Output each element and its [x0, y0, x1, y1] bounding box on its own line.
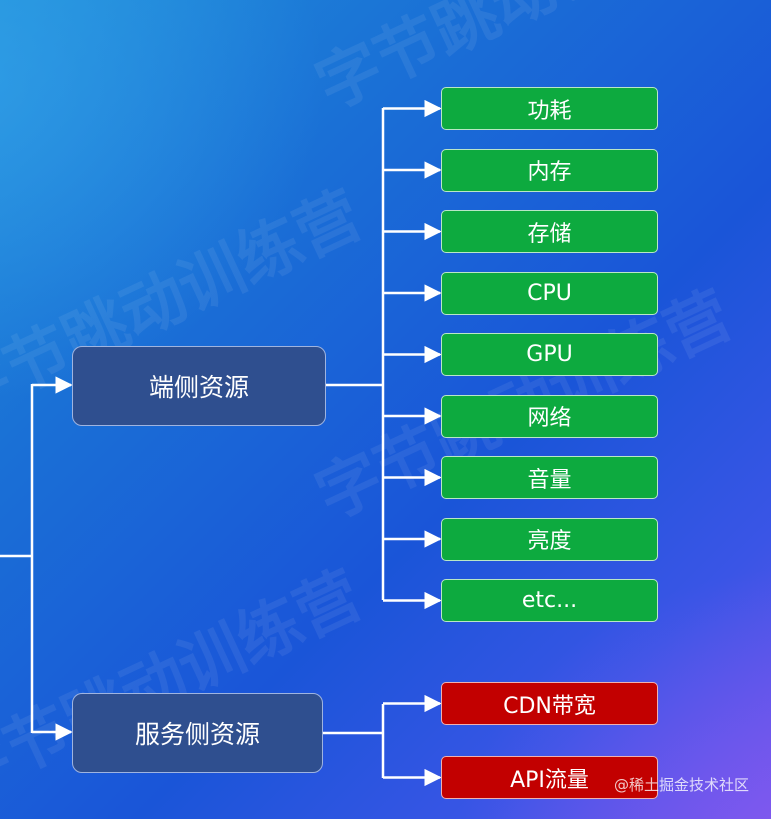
client-resource-label: etc... — [521, 588, 578, 613]
client-resource-label: GPU — [526, 342, 573, 367]
client-resource-node: 功耗 — [441, 87, 658, 130]
client-resource-node: 网络 — [441, 394, 658, 438]
client-resource-label: 网络 — [527, 406, 572, 431]
server-resource-label: API流量 — [510, 767, 589, 793]
client-resource-label: 功耗 — [527, 98, 572, 124]
server-child-connectors — [383, 694, 442, 787]
server-resources-label: 服务侧资源 — [134, 720, 260, 749]
client-resource-label: 音量 — [527, 467, 572, 493]
client-resource-node: CPU — [441, 271, 658, 315]
site-watermark: @稀土掘金技术社区 — [613, 776, 749, 794]
client-resource-label: 存储 — [527, 221, 572, 247]
server-resource-label: CDN带宽 — [503, 693, 596, 719]
watermark-text: 字节跳动训练营 — [0, 558, 373, 814]
client-resource-node: 亮度 — [441, 517, 658, 561]
client-resource-node: etc... — [441, 579, 658, 622]
server-resource-node: CDN带宽 — [441, 682, 658, 725]
client-child-connectors — [383, 99, 442, 610]
server-resource-node: API流量 — [441, 756, 658, 799]
client-resources-label: 端侧资源 — [148, 373, 249, 402]
client-resource-label: 内存 — [527, 160, 572, 185]
client-resource-node: GPU — [441, 333, 658, 376]
client-resource-node: 内存 — [441, 148, 658, 192]
client-resource-label: 亮度 — [527, 529, 572, 554]
client-resource-node: 音量 — [441, 456, 658, 499]
client-resources-node: 端侧资源 — [72, 346, 326, 426]
client-resource-node: 存储 — [441, 210, 658, 253]
server-resources-node: 服务侧资源 — [72, 693, 323, 773]
client-resource-label: CPU — [527, 280, 572, 306]
